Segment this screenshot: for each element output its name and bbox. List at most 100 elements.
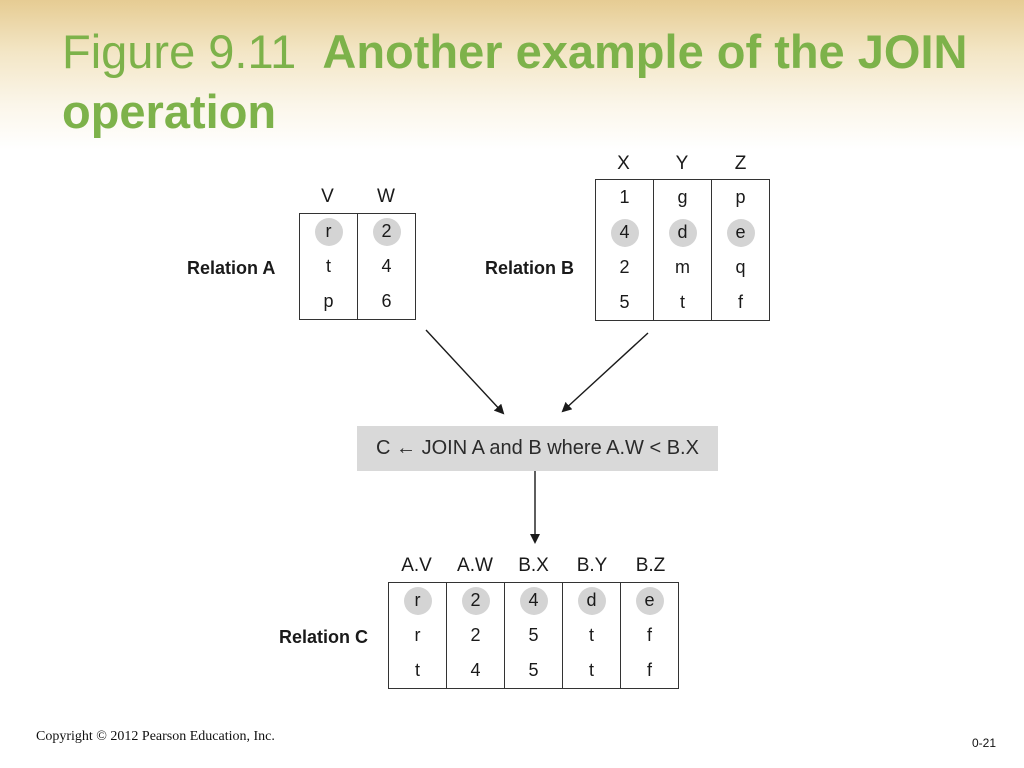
table-cell: 2	[357, 213, 416, 249]
table-row: 2 m q	[595, 250, 770, 285]
highlighted-cell-value: 2	[372, 217, 401, 246]
column-header: B.Y	[576, 555, 608, 576]
slide-title: Figure 9.11 Another example of the JOIN …	[62, 22, 1002, 142]
table-cell: f	[620, 653, 679, 689]
cell-value: 2	[470, 625, 481, 645]
table-cell: 2	[446, 618, 505, 653]
cell-value: t	[679, 292, 685, 312]
table-cell: f	[620, 618, 679, 653]
table-cell: 2	[446, 582, 505, 618]
highlighted-cell-value: 4	[519, 586, 548, 615]
table-cell: d	[562, 582, 621, 618]
slide-number: 0-21	[972, 736, 997, 750]
title-figure-number: Figure 9.11	[62, 25, 297, 78]
table-cell: 4	[504, 582, 563, 618]
table-row: r 2 5 t f	[388, 618, 679, 653]
table-row: 5 t f	[595, 285, 770, 321]
table-cell: t	[653, 285, 712, 321]
table-cell: e	[620, 582, 679, 618]
table-cell: 5	[504, 618, 563, 653]
column-header: Y	[675, 153, 689, 174]
column-header: B.Z	[635, 555, 666, 576]
table-cell: r	[388, 618, 447, 653]
column-header: W	[377, 186, 395, 207]
cell-value: r	[414, 625, 421, 645]
table-cell: r	[388, 582, 447, 618]
arrow-b-to-join	[561, 332, 649, 413]
highlighted-cell-value: r	[403, 586, 432, 615]
cell-value: p	[323, 291, 334, 311]
cell-value: 5	[619, 292, 630, 312]
cell-value: 2	[619, 257, 630, 277]
cell-value: 1	[619, 187, 630, 207]
table-cell: e	[711, 215, 770, 250]
table-cell: q	[711, 250, 770, 285]
table-cell: t	[562, 653, 621, 689]
relation-c-label: Relation C	[279, 627, 369, 647]
highlighted-cell-value: 4	[610, 218, 639, 247]
relation-b-label: Relation B	[485, 258, 575, 278]
cell-value: 4	[470, 660, 481, 680]
highlighted-cell-value: e	[635, 586, 664, 615]
arrow-a-to-join	[425, 329, 505, 415]
cell-value: 6	[381, 291, 392, 311]
cell-value: f	[646, 660, 652, 680]
title-text: Another example of the JOIN operation	[62, 25, 968, 138]
highlighted-cell-value: d	[668, 218, 697, 247]
table-cell: 5	[595, 285, 654, 321]
column-header: Z	[734, 153, 747, 174]
column-header: B.X	[518, 555, 549, 576]
table-cell: d	[653, 215, 712, 250]
table-cell: t	[388, 653, 447, 689]
cell-value: p	[735, 187, 746, 207]
highlighted-cell-value: r	[314, 217, 343, 246]
cell-value: t	[414, 660, 420, 680]
table-cell: 4	[595, 215, 654, 250]
cell-value: g	[677, 187, 688, 207]
cell-value: q	[735, 257, 746, 277]
cell-value: 5	[528, 625, 539, 645]
cell-value: m	[675, 257, 690, 277]
column-header: A.W	[457, 555, 493, 576]
table-cell: 5	[504, 653, 563, 689]
table-cell: 4	[357, 249, 416, 284]
relation-a-label: Relation A	[187, 258, 276, 278]
cell-value: t	[588, 625, 594, 645]
cell-value: 5	[528, 660, 539, 680]
column-header: A.V	[401, 555, 432, 576]
table-cell: 1	[595, 179, 654, 215]
table-cell: 4	[446, 653, 505, 689]
cell-value: 4	[381, 256, 392, 276]
table-cell: r	[299, 213, 358, 249]
copyright-notice: Copyright © 2012 Pearson Education, Inc.	[36, 729, 275, 744]
cell-value: t	[588, 660, 594, 680]
cell-value: f	[646, 625, 652, 645]
cell-value: f	[737, 292, 743, 312]
cell-value: t	[325, 256, 331, 276]
table-cell: 2	[595, 250, 654, 285]
table-cell: 6	[357, 284, 416, 320]
join-operation-text: C ← JOIN A and B where A.W < B.X	[376, 437, 699, 459]
table-cell: p	[299, 284, 358, 320]
table-cell: g	[653, 179, 712, 215]
table-cell: p	[711, 179, 770, 215]
highlighted-cell-value: d	[577, 586, 606, 615]
column-header: V	[321, 186, 334, 207]
table-cell: f	[711, 285, 770, 321]
header-band	[0, 0, 1024, 150]
column-header: X	[617, 153, 630, 174]
table-cell: m	[653, 250, 712, 285]
highlighted-cell-value: 2	[461, 586, 490, 615]
table-row: t 4 5 t f	[388, 653, 679, 689]
join-operation-box: C ← JOIN A and B where A.W < B.X	[357, 426, 718, 471]
table-row: 1 g p	[595, 179, 770, 215]
